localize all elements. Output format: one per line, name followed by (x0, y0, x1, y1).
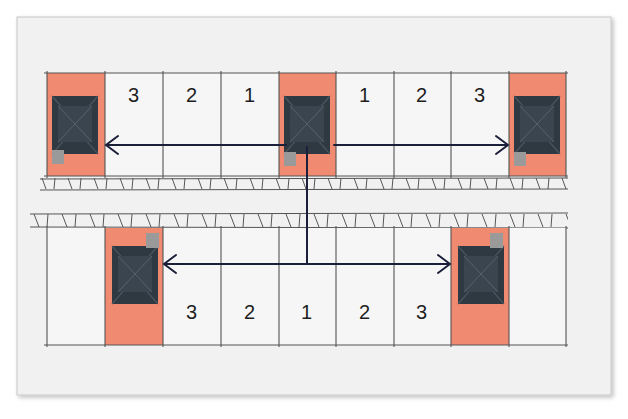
distance-number: 2 (186, 85, 197, 105)
distance-number: 3 (474, 85, 485, 105)
distance-number: 3 (186, 302, 197, 322)
distance-number: 1 (244, 85, 255, 105)
distance-number: 2 (244, 302, 255, 322)
distance-number: 2 (416, 85, 427, 105)
distance-number: 1 (301, 302, 312, 322)
distance-number: 3 (416, 302, 427, 322)
distance-number: 2 (359, 302, 370, 322)
distance-number: 3 (128, 85, 139, 105)
distance-number: 1 (359, 85, 370, 105)
